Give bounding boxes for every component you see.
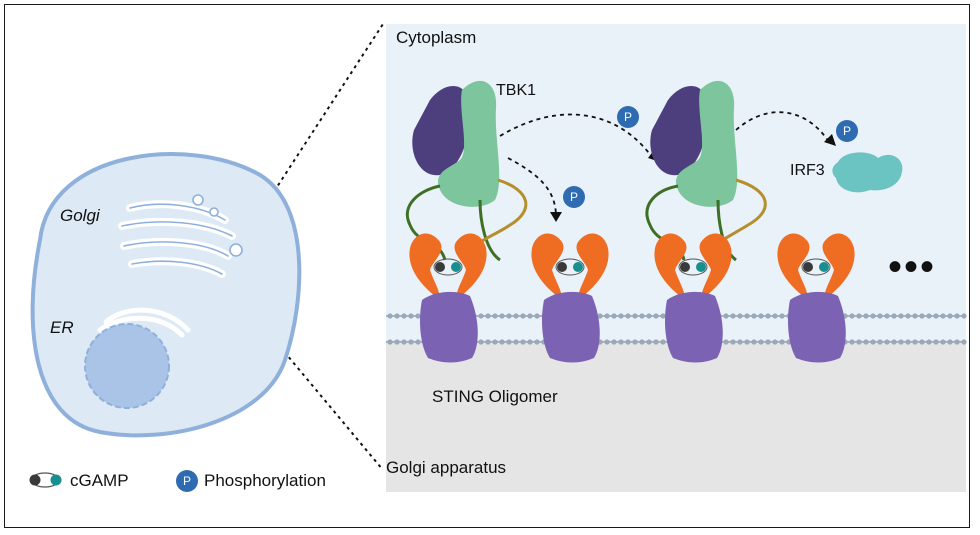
sting-oligomer-label: STING Oligomer	[432, 387, 558, 406]
arrow-tbk1-to-sting	[507, 157, 557, 216]
golgi-label: Golgi	[60, 206, 100, 225]
phosphate-badge: P	[563, 186, 585, 208]
tbk1-dimer-1	[412, 80, 500, 207]
golgi-apparatus-label: Golgi apparatus	[386, 458, 507, 477]
zoom-line-bottom	[225, 281, 384, 471]
tbk1-dimer-2	[650, 80, 738, 207]
cell	[30, 152, 302, 438]
cgamp-legend-icon	[29, 472, 62, 488]
golgi-lumen-region	[386, 340, 966, 492]
cytoplasm-label: Cytoplasm	[396, 28, 477, 47]
phosphorylation-arrows	[499, 111, 831, 216]
irf3-label: IRF3	[790, 162, 825, 179]
er-organelle	[97, 307, 191, 338]
golgi-organelle-outline	[121, 194, 243, 275]
phosphorylation-legend-label: Phosphorylation	[204, 471, 326, 490]
sting-dimer	[531, 233, 609, 363]
ellipsis: •••	[888, 245, 937, 289]
sting-dimers	[409, 233, 855, 363]
irf3-protein	[832, 152, 903, 193]
tbk1-label: TBK1	[496, 82, 537, 99]
figure-frame	[4, 4, 970, 528]
er-label: ER	[50, 318, 74, 337]
phosphorylation-legend-icon: P	[176, 470, 198, 492]
phosphate-badge: P	[836, 120, 858, 142]
cgamp-legend-label: cGAMP	[70, 471, 129, 490]
sting-dimer	[777, 233, 855, 363]
sting-dimer	[409, 233, 487, 363]
arrow-tbk1-to-irf3	[735, 111, 831, 145]
phosphate-badge: P	[617, 106, 639, 128]
arrow-tbk1-to-tbk1	[499, 113, 655, 161]
nucleus	[84, 323, 170, 409]
sting-dimer	[654, 233, 732, 363]
